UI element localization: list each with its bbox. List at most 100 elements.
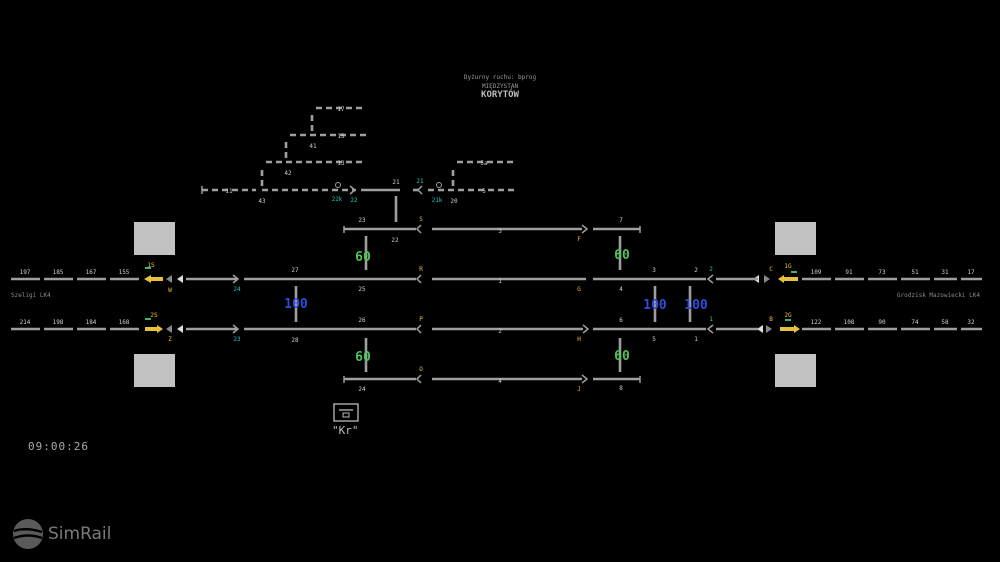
siding-tracks-13-15-17[interactable] — [260, 106, 366, 186]
switch-7[interactable]: 7 — [619, 217, 623, 224]
switch-2[interactable]: 2 — [694, 267, 698, 274]
switch-20[interactable]: 20 — [450, 198, 458, 205]
block-label: 91 — [845, 269, 853, 276]
switch-25[interactable]: 25 — [358, 286, 366, 293]
switch-4[interactable]: 4 — [619, 286, 623, 293]
track-label-15: 15 — [337, 133, 345, 140]
block-label: 32 — [967, 319, 975, 326]
signal-22[interactable]: 22 — [350, 197, 358, 204]
box-left-bottom[interactable] — [134, 354, 175, 387]
track-main-bottom[interactable] — [186, 324, 758, 334]
signal-label-W: W — [168, 287, 172, 294]
signal-P[interactable]: P — [419, 316, 423, 323]
block-label: 108 — [844, 319, 855, 326]
signal-label-Z: Z — [168, 336, 172, 343]
switch-8[interactable]: 8 — [619, 385, 623, 392]
signal-23[interactable]: 23 — [233, 336, 241, 343]
switch-42[interactable]: 42 — [284, 170, 292, 177]
speed-100-left: 100 — [284, 297, 308, 312]
crossover-verticals[interactable] — [294, 196, 692, 372]
derailer-icon — [335, 182, 341, 188]
switch-22[interactable]: 22 — [391, 237, 399, 244]
clock: 09:00:26 — [28, 440, 89, 453]
speed-60-bottom-left: 60 — [355, 350, 371, 365]
block-label: 90 — [878, 319, 886, 326]
signal-S[interactable]: S — [419, 216, 423, 223]
dispatcher-label: Dyżurny ruchu: bprog — [464, 74, 537, 81]
signal-22k[interactable]: 22k — [332, 196, 343, 203]
siding-track-5[interactable] — [413, 160, 516, 195]
kr-button-icon[interactable] — [333, 403, 359, 422]
box-right-bottom[interactable] — [775, 354, 816, 387]
speed-100-right: 100 — [684, 298, 708, 313]
signal-24[interactable]: 24 — [233, 286, 241, 293]
block-label: 73 — [878, 269, 886, 276]
station-small-label: MIĘDZYSTAN — [482, 83, 519, 90]
switch-28[interactable]: 28 — [291, 337, 299, 344]
track-3[interactable] — [343, 224, 641, 234]
derailer-icon — [436, 182, 442, 188]
track-label-5a: 5a — [480, 160, 488, 167]
block-label: 74 — [911, 319, 919, 326]
signal-label-2G: 2G — [784, 312, 792, 319]
track-label-3: 3 — [498, 228, 502, 235]
signal-O[interactable]: O — [419, 366, 423, 373]
signal-label-C: C — [769, 266, 773, 273]
signal-label-B: B — [769, 316, 773, 323]
speed-60-bottom-right: 60 — [614, 349, 630, 364]
speed-60-top-left: 60 — [355, 250, 371, 265]
block-label: 58 — [941, 319, 949, 326]
switch-24[interactable]: 24 — [358, 386, 366, 393]
switch-43[interactable]: 43 — [258, 198, 266, 205]
signal-1S[interactable] — [144, 267, 183, 283]
signal-label-1G: 1G — [784, 263, 792, 270]
signal-J[interactable]: J — [577, 386, 581, 393]
signal-H[interactable]: H — [577, 336, 581, 343]
kr-label[interactable]: "Kr" — [332, 424, 359, 437]
block-label: 167 — [86, 269, 97, 276]
signal-1[interactable]: 1 — [709, 316, 713, 323]
block-label: 168 — [119, 319, 130, 326]
switch-6[interactable]: 6 — [619, 317, 623, 324]
block-label: 122 — [811, 319, 822, 326]
signal-2G[interactable] — [757, 319, 800, 333]
switch-3[interactable]: 3 — [652, 267, 656, 274]
track-label-11: 11 — [225, 188, 233, 195]
signal-2S[interactable] — [145, 318, 183, 333]
speed-100-mid-right: 100 — [643, 298, 667, 313]
block-label: 184 — [86, 319, 97, 326]
box-left-top[interactable] — [134, 222, 175, 255]
track-label-21: 21 — [392, 179, 400, 186]
simrail-logo: SimRail — [12, 518, 111, 550]
block-label: 198 — [53, 319, 64, 326]
speed-60-top-right: 60 — [614, 248, 630, 263]
box-right-top[interactable] — [775, 222, 816, 255]
block-label: 185 — [53, 269, 64, 276]
switch-27[interactable]: 27 — [291, 267, 299, 274]
signal-21k[interactable]: 21k — [432, 197, 443, 204]
track-label-4: 4 — [498, 378, 502, 385]
track-main-top[interactable] — [186, 274, 758, 284]
switch-41[interactable]: 41 — [309, 143, 317, 150]
block-label: 197 — [20, 269, 31, 276]
signal-R[interactable]: R — [419, 266, 423, 273]
signal-label-1S: 1S — [147, 262, 155, 269]
switch-5[interactable]: 5 — [652, 336, 656, 343]
track-label-1: 1 — [498, 278, 502, 285]
track-label-17: 17 — [337, 106, 345, 113]
track-4[interactable] — [343, 374, 641, 384]
signal-G[interactable]: G — [577, 286, 581, 293]
simrail-logo-icon — [13, 519, 43, 549]
direction-right: Grodzisk Mazowiecki LK4 — [897, 292, 980, 299]
signal-2[interactable]: 2 — [709, 266, 713, 273]
signal-F[interactable]: F — [577, 236, 581, 243]
switch-1[interactable]: 1 — [694, 336, 698, 343]
track-label-2: 2 — [498, 328, 502, 335]
siding-track-11[interactable] — [201, 185, 400, 195]
signal-1G[interactable] — [753, 271, 798, 283]
switch-26[interactable]: 26 — [358, 317, 366, 324]
signal-21[interactable]: 21 — [416, 178, 424, 185]
switch-23[interactable]: 23 — [358, 217, 366, 224]
block-label: 109 — [811, 269, 822, 276]
